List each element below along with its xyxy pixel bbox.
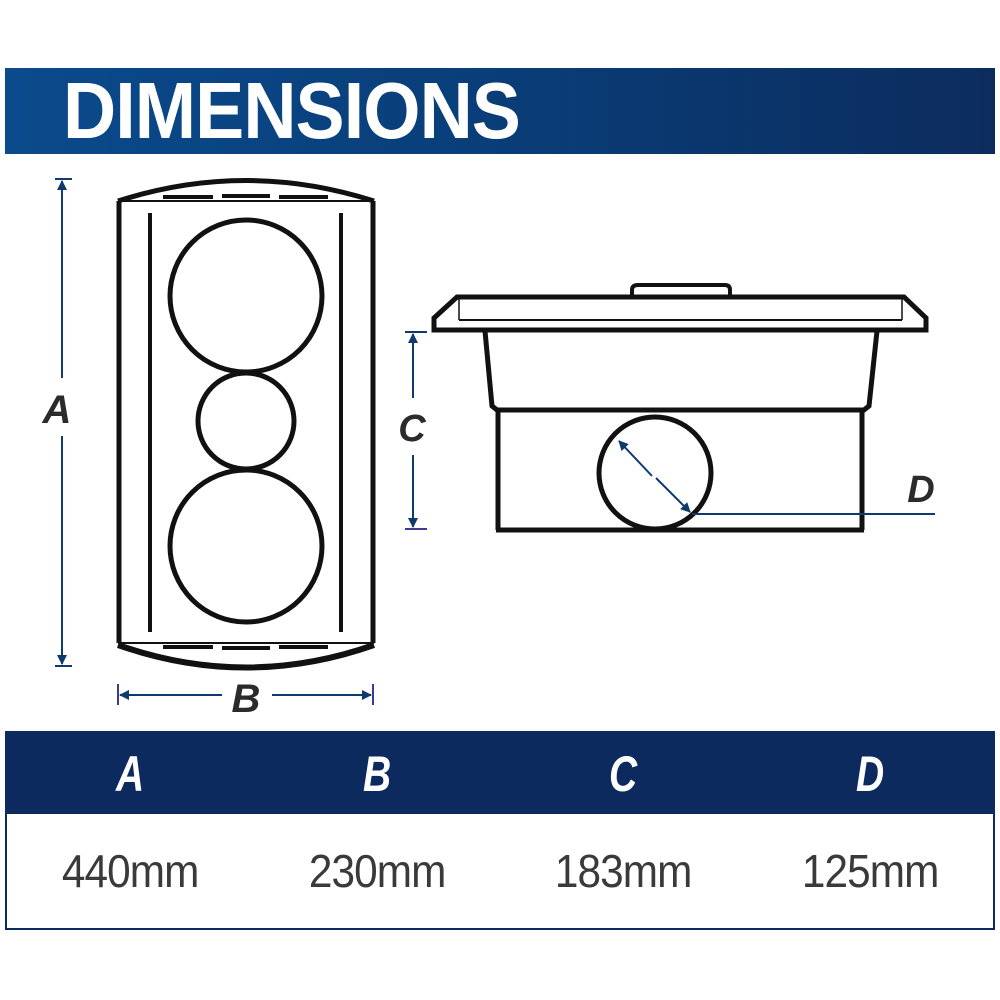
dimension-c: C <box>398 331 427 530</box>
woofer-bottom-icon <box>167 467 325 625</box>
table-header-b: B <box>362 745 391 802</box>
woofer-top-icon <box>167 217 325 375</box>
table-header-row: A B C D <box>7 733 993 814</box>
dimension-label-c: C <box>398 408 426 450</box>
side-view <box>431 283 935 533</box>
table-header-c: C <box>609 745 638 802</box>
header-banner: DIMENSIONS <box>5 68 995 154</box>
dimension-a: A <box>42 178 72 667</box>
table-header-d: D <box>855 745 884 802</box>
dimensions-table: A B C D 440mm 230mm 183mm 125mm <box>5 731 995 930</box>
table-value-d: 125mm <box>801 845 939 897</box>
page-title: DIMENSIONS <box>63 66 521 155</box>
dimension-label-a: A <box>42 388 72 432</box>
table-row: 440mm 230mm 183mm 125mm <box>7 814 993 928</box>
top-cap-arc <box>117 178 375 204</box>
dimension-drawing: A B C D <box>42 178 935 720</box>
dimension-label-b: B <box>232 677 261 720</box>
bottom-cap-arc <box>117 642 375 671</box>
tweeter-icon <box>195 370 297 472</box>
table-value-c: 183mm <box>554 845 692 897</box>
port-circle-icon <box>596 414 714 532</box>
table-header-a: A <box>116 745 145 802</box>
flange <box>431 294 929 333</box>
dimension-label-d: D <box>907 469 934 511</box>
front-view <box>116 178 376 671</box>
dimension-b: B <box>117 677 374 720</box>
table-value-b: 230mm <box>308 845 446 897</box>
table-value-a: 440mm <box>61 845 199 897</box>
